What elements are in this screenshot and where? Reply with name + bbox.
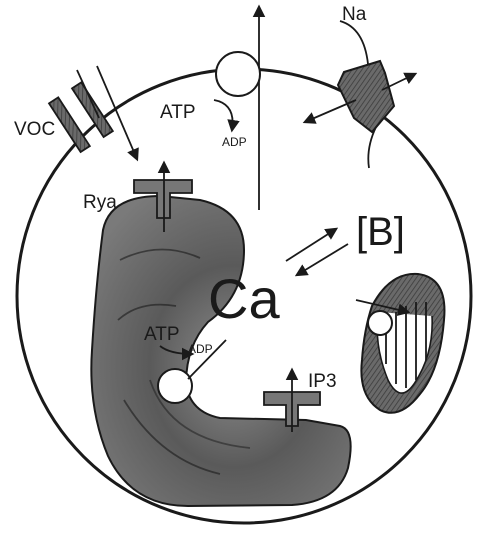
calcium-label: Ca xyxy=(208,267,280,330)
atp-membrane-label: ATP xyxy=(160,102,196,123)
rya-label: Rya xyxy=(83,192,117,213)
na-label: Na xyxy=(342,4,367,25)
ip3-label: IP3 xyxy=(308,371,337,392)
voc-label: VOC xyxy=(14,119,55,140)
buffer-label: [B] xyxy=(356,210,405,254)
atp-er-label: ATP xyxy=(144,324,180,345)
adp-er-label: ADP xyxy=(188,342,213,356)
adp-membrane-label: ADP xyxy=(222,135,247,149)
